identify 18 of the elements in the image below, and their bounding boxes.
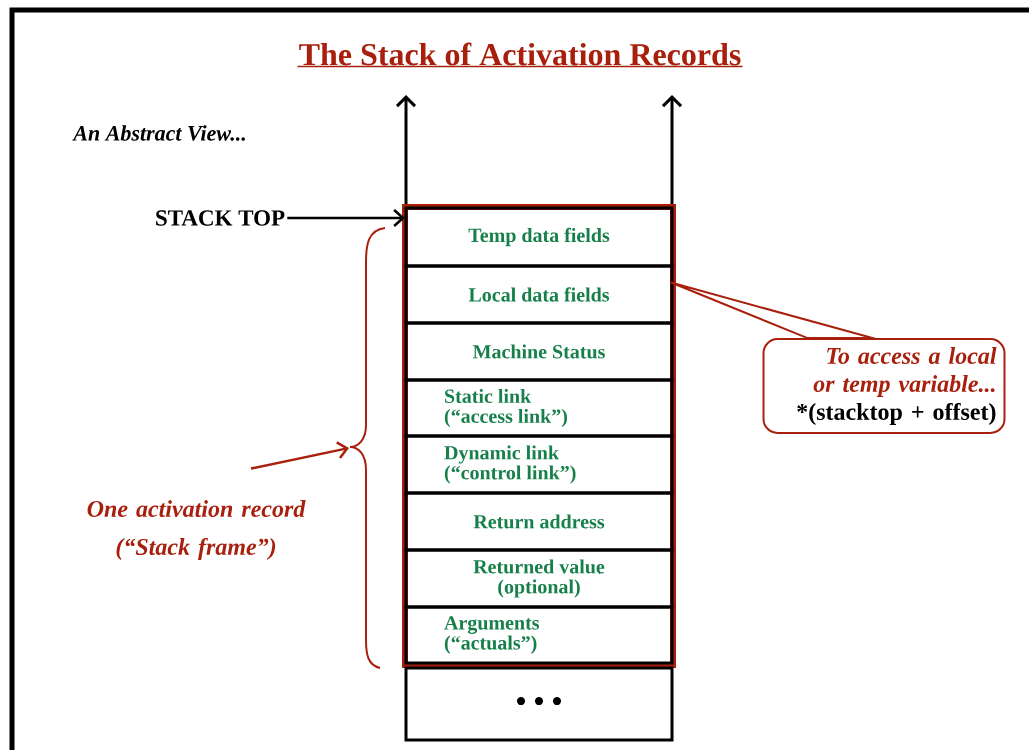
activation-record-label: One activation record (“Stack frame”) [87, 500, 306, 560]
stack-top-label: STACK TOP [156, 210, 285, 226]
stack-cell: Static link (“access link”) [404, 378, 674, 438]
stack-cell: Returned value (optional) [404, 548, 674, 609]
stack-cell: Machine Status [404, 321, 674, 382]
stack-cell: • • • [404, 666, 674, 742]
title: The Stack of Activation Records [296, 42, 744, 68]
stack-cell: Local data fields [404, 264, 674, 325]
stack-cell: Temp data fields [404, 206, 674, 268]
stack-cell: Dynamic link (“control link”) [404, 434, 674, 495]
callout-bubble: To access a local or temp variable... *(stacktop + offset) [762, 338, 1006, 434]
arrow [287, 209, 405, 227]
arrow [250, 441, 349, 470]
subtitle: An Abstract View... [72, 125, 245, 141]
stack-frame-box [402, 204, 676, 668]
stack-cell: Return address [404, 491, 674, 552]
curly-brace [349, 227, 386, 669]
stack-cell: Arguments (“actuals”) [404, 605, 674, 665]
